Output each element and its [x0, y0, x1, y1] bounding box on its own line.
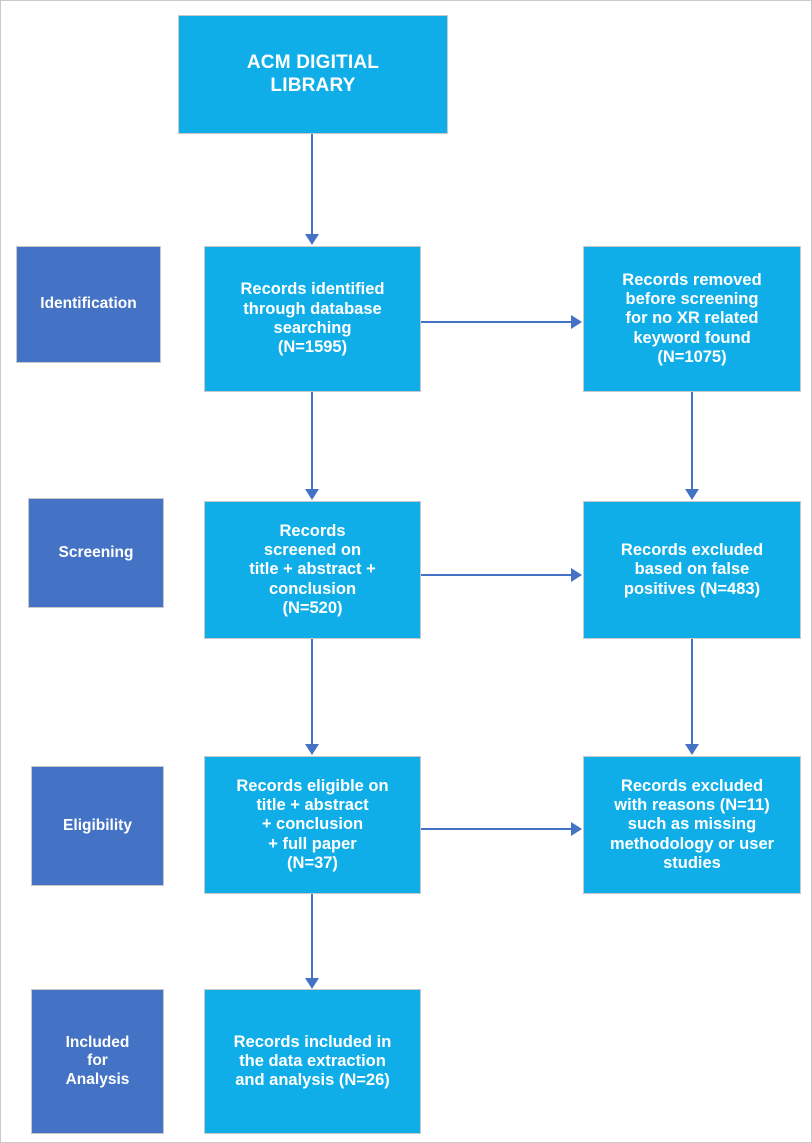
connector-eligible-to-included-line	[311, 894, 313, 979]
connector-eligible-to-excluded-reasons-arrow-right-icon	[571, 822, 582, 836]
connector-eligible-to-included-arrow-down-icon	[305, 978, 319, 989]
connector-screened-to-eligible-line	[311, 639, 313, 745]
exclusion-box-records-excluded-with-reasons[interactable]: Records excluded with reasons (N=11) suc…	[583, 756, 801, 894]
connector-screened-to-excluded-false-pos-arrow-right-icon	[571, 568, 582, 582]
flow-box-records-included[interactable]: Records included in the data extraction …	[204, 989, 421, 1134]
stage-box-included-for-analysis[interactable]: Included for Analysis	[31, 989, 164, 1134]
connector-source-to-identified-arrow-down-icon	[305, 234, 319, 245]
connector-identified-to-screened-line	[311, 392, 313, 490]
flow-box-records-identified[interactable]: Records identified through database sear…	[204, 246, 421, 392]
connector-screened-to-excluded-false-pos-line	[421, 574, 572, 576]
connector-identified-to-screened-arrow-down-icon	[305, 489, 319, 500]
source-box-acm-digital-library[interactable]: ACM DIGITIAL LIBRARY	[178, 15, 448, 134]
connector-identified-to-removed-line	[421, 321, 572, 323]
flow-box-records-eligible[interactable]: Records eligible on title + abstract + c…	[204, 756, 421, 894]
connector-excluded-false-pos-to-reasons-line	[691, 639, 693, 745]
flow-box-records-screened[interactable]: Records screened on title + abstract + c…	[204, 501, 421, 639]
connector-identified-to-removed-arrow-right-icon	[571, 315, 582, 329]
stage-box-identification[interactable]: Identification	[16, 246, 161, 363]
connector-screened-to-eligible-arrow-down-icon	[305, 744, 319, 755]
connector-removed-to-excluded-false-pos-arrow-down-icon	[685, 489, 699, 500]
stage-box-screening[interactable]: Screening	[28, 498, 164, 608]
connector-removed-to-excluded-false-pos-line	[691, 392, 693, 490]
exclusion-box-records-removed-before-screening[interactable]: Records removed before screening for no …	[583, 246, 801, 392]
connector-eligible-to-excluded-reasons-line	[421, 828, 572, 830]
connector-source-to-identified-line	[311, 134, 313, 235]
connector-excluded-false-pos-to-reasons-arrow-down-icon	[685, 744, 699, 755]
exclusion-box-records-excluded-false-positives[interactable]: Records excluded based on false positive…	[583, 501, 801, 639]
stage-box-eligibility[interactable]: Eligibility	[31, 766, 164, 886]
